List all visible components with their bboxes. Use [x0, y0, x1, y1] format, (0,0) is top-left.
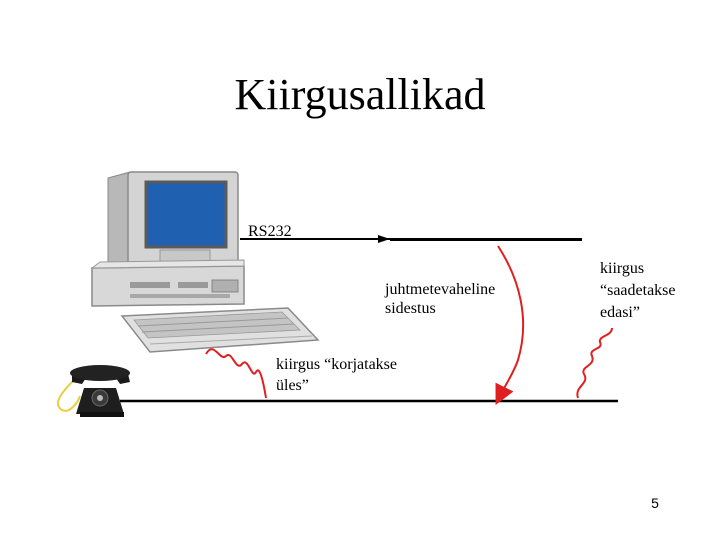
- telephone-icon: [56, 365, 130, 417]
- pickup-label-line2: üles”: [276, 377, 309, 394]
- wired-coupling-label-line2: sidestus: [385, 300, 436, 317]
- slide-title: Kiirgusallikad: [234, 70, 486, 119]
- forward-label-line2: “saadetakse: [600, 282, 676, 299]
- page-number: 5: [651, 495, 659, 511]
- pickup-radiation-wave: [205, 348, 267, 399]
- wired-coupling-arrow: [495, 245, 525, 405]
- rs232-label: RS232: [248, 223, 292, 240]
- rs232-line: [240, 235, 582, 243]
- forward-label-line3: edasi”: [600, 304, 640, 321]
- wired-coupling-label-line1: juhtmetevaheline: [385, 281, 496, 298]
- computer-icon: [90, 171, 320, 353]
- pickup-label-line1: kiirgus “korjatakse: [276, 356, 398, 373]
- forward-radiation-wave: [576, 327, 613, 399]
- forward-label-line1: kiirgus: [600, 260, 645, 277]
